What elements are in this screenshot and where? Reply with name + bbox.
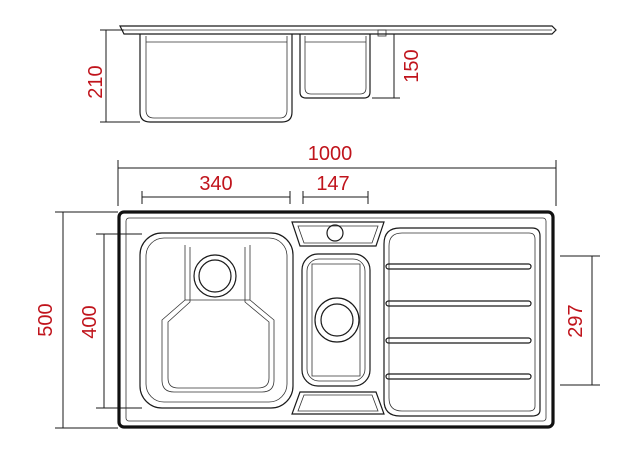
label-main-bowl-depth: 210	[85, 65, 107, 98]
drainer	[383, 227, 541, 417]
dimension-overall-width: 1000	[117, 143, 557, 206]
tap-hole	[326, 224, 344, 242]
dimension-main-bowl-depth: 210	[85, 29, 140, 123]
dimension-half-bowl-width: 147	[302, 173, 369, 204]
label-overall-depth: 500	[35, 303, 57, 336]
half-bowl-profile	[299, 34, 371, 99]
label-drainer-length: 297	[565, 304, 587, 337]
half-bowl	[301, 253, 371, 387]
label-main-bowl-width: 340	[199, 173, 232, 195]
top-plan-view: 1000 340 147 500 400	[35, 143, 600, 429]
label-overall-width: 1000	[308, 143, 353, 165]
main-bowl-profile	[139, 34, 293, 123]
main-bowl-waste	[193, 254, 237, 298]
dimension-half-bowl-depth: 150	[372, 33, 423, 99]
dimension-main-bowl-width: 340	[141, 173, 291, 204]
dimension-main-bowl-length: 400	[79, 233, 142, 409]
side-elevation-view: 210 150	[85, 25, 557, 123]
half-bowl-waste	[314, 297, 360, 343]
dimension-drainer-length: 297	[560, 255, 600, 386]
dimension-overall-depth: 500	[35, 211, 118, 429]
label-half-bowl-width: 147	[316, 173, 349, 195]
tap-ledge	[291, 221, 385, 415]
main-bowl	[139, 232, 294, 409]
sink-deck-profile	[119, 25, 557, 35]
label-half-bowl-depth: 150	[401, 49, 423, 82]
label-main-bowl-length: 400	[79, 305, 101, 338]
drainer-grooves	[385, 263, 532, 380]
sink-outer-edge	[117, 210, 555, 429]
